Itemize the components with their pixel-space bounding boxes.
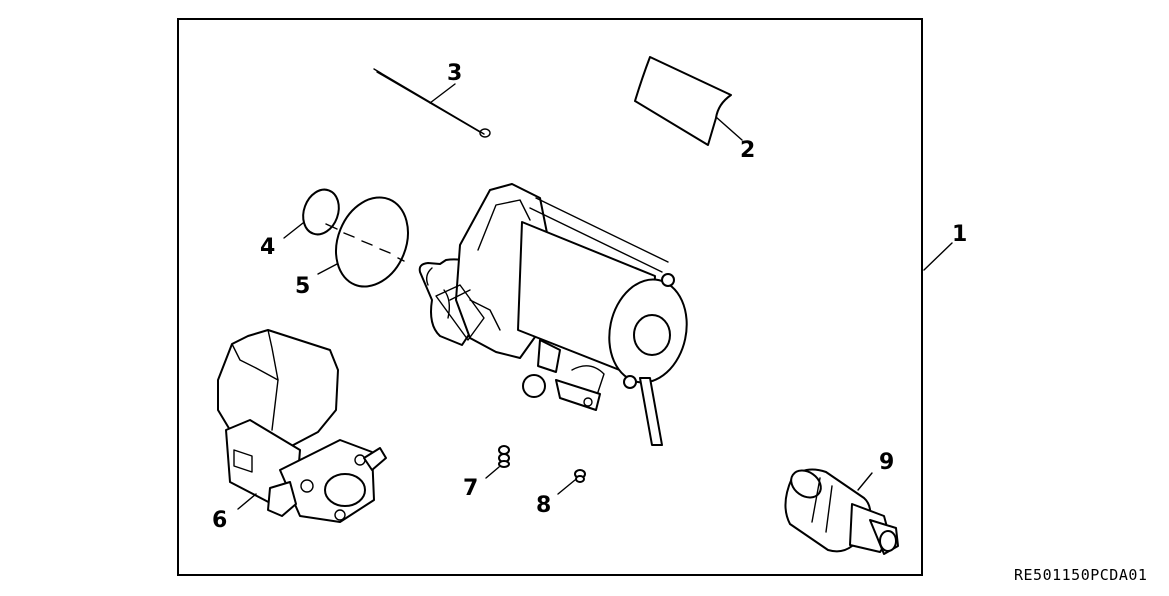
- leader-4: [283, 222, 304, 239]
- starter-motor-part: [418, 183, 688, 446]
- solenoid-part: [217, 329, 387, 523]
- leader-1: [923, 242, 953, 271]
- leader-5: [317, 263, 338, 275]
- callout-6: 6: [212, 508, 227, 533]
- leader-7: [485, 466, 500, 479]
- leader-9: [857, 472, 873, 491]
- callout-2: 2: [740, 138, 755, 163]
- leader-6: [237, 493, 257, 510]
- callout-1: 1: [952, 222, 967, 247]
- callout-7: 7: [463, 476, 478, 501]
- leader-8: [557, 479, 576, 495]
- reference-code: RE501150PCDA01: [1014, 566, 1148, 584]
- tie-strap-part: [373, 68, 491, 138]
- leader-2: [715, 116, 743, 141]
- instruction-sheet-part: [634, 56, 732, 146]
- callout-9: 9: [879, 450, 894, 475]
- callout-4: 4: [260, 235, 275, 260]
- callout-3: 3: [447, 61, 462, 86]
- o-ring-small-part: [302, 188, 340, 236]
- o-ring-large-part: [325, 196, 409, 288]
- nut-8-part: [574, 469, 586, 483]
- drive-pinion-part: [784, 468, 899, 555]
- leader-3: [429, 83, 456, 104]
- nut-7-part: [498, 445, 510, 468]
- callout-5: 5: [295, 274, 310, 299]
- callout-8: 8: [536, 493, 551, 518]
- kit-frame: [177, 18, 923, 576]
